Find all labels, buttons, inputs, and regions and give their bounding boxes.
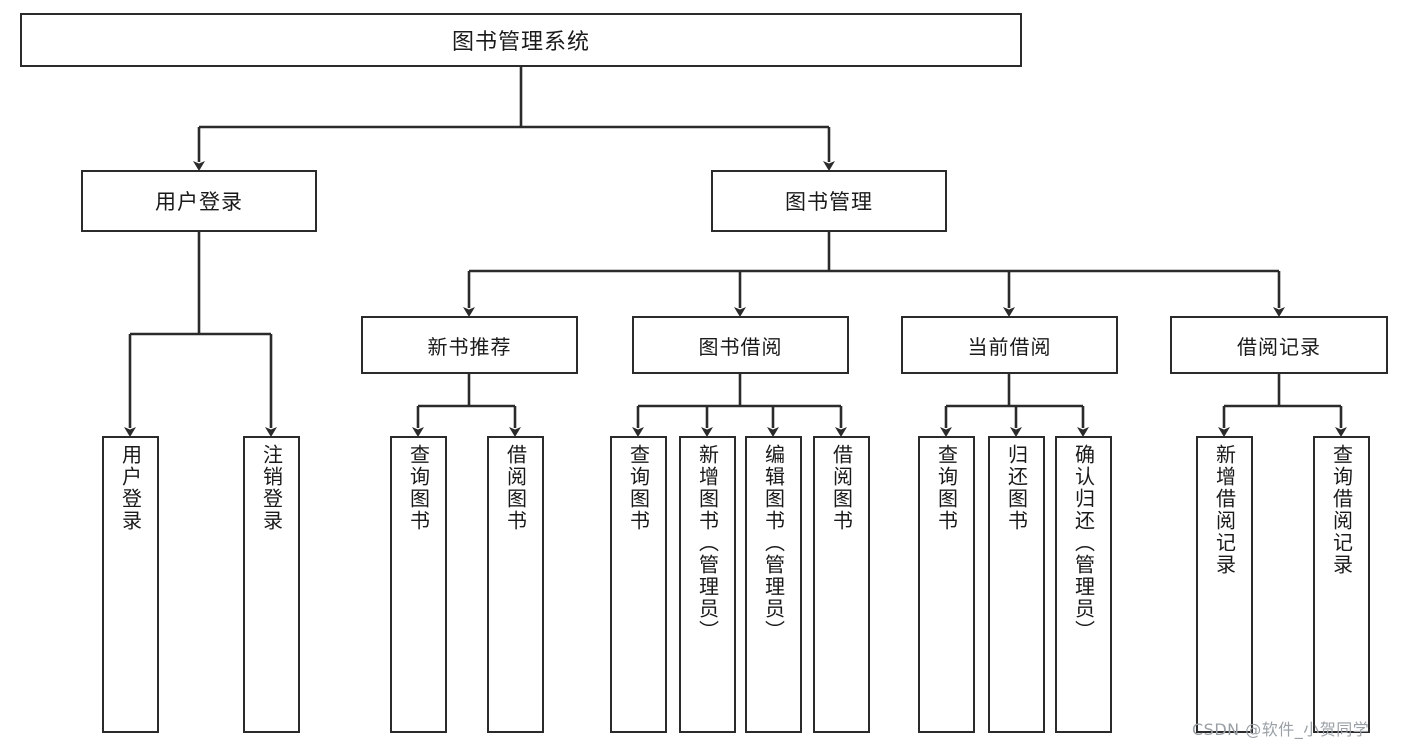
leaf-confirm-return-admin-label: 确认归还（管理员）: [1071, 444, 1096, 642]
node-book-borrow[interactable]: 图书借阅: [632, 316, 849, 374]
leaf-query-book-recommend[interactable]: 查询图书: [390, 436, 447, 733]
leaf-query-book-recommend-label: 查询图书: [406, 444, 431, 532]
node-root-label: 图书管理系统: [451, 30, 590, 55]
node-borrow-records[interactable]: 借阅记录: [1170, 316, 1388, 374]
node-user-login-label: 用户登录: [155, 190, 243, 214]
leaf-query-book-borrow-label: 查询图书: [626, 444, 651, 532]
leaf-edit-book-admin-label: 编辑图书（管理员）: [761, 444, 786, 642]
leaf-add-borrow-record-label: 新增借阅记录: [1212, 444, 1237, 576]
watermark: CSDN @软件_小贺同学: [1192, 720, 1370, 739]
leaf-user-logout-label: 注销登录: [259, 444, 284, 532]
node-borrow-records-label: 借阅记录: [1237, 334, 1321, 359]
node-user-login[interactable]: 用户登录: [81, 170, 317, 232]
leaf-confirm-return-admin[interactable]: 确认归还（管理员）: [1055, 436, 1112, 733]
leaf-borrow-book-label: 借阅图书: [829, 444, 854, 532]
leaf-return-book-label: 归还图书: [1004, 444, 1029, 532]
leaf-add-book-admin-label: 新增图书（管理员）: [695, 444, 720, 642]
node-current-borrow-label: 当前借阅: [967, 334, 1052, 359]
leaf-borrow-book-recommend[interactable]: 借阅图书: [487, 436, 544, 733]
leaf-user-logout[interactable]: 注销登录: [243, 436, 300, 733]
leaf-borrow-book-recommend-label: 借阅图书: [503, 444, 528, 532]
leaf-query-borrow-record-label: 查询借阅记录: [1329, 444, 1354, 576]
node-current-borrow[interactable]: 当前借阅: [901, 316, 1118, 374]
leaf-edit-book-admin[interactable]: 编辑图书（管理员）: [745, 436, 802, 733]
leaf-add-book-admin[interactable]: 新增图书（管理员）: [679, 436, 736, 733]
leaf-query-book-current[interactable]: 查询图书: [918, 436, 975, 733]
node-new-book-recommend-label: 新书推荐: [427, 334, 512, 359]
leaf-add-borrow-record[interactable]: 新增借阅记录: [1196, 436, 1253, 733]
leaf-user-login-label: 用户登录: [118, 444, 143, 532]
node-book-borrow-label: 图书借阅: [698, 334, 783, 359]
node-book-management-label: 图书管理: [785, 190, 873, 214]
leaf-borrow-book[interactable]: 借阅图书: [813, 436, 870, 733]
leaf-query-borrow-record[interactable]: 查询借阅记录: [1313, 436, 1370, 733]
node-root[interactable]: 图书管理系统: [20, 13, 1022, 67]
leaf-query-book-borrow[interactable]: 查询图书: [610, 436, 667, 733]
node-book-management[interactable]: 图书管理: [711, 170, 947, 232]
leaf-query-book-current-label: 查询图书: [934, 444, 959, 532]
leaf-return-book[interactable]: 归还图书: [988, 436, 1045, 733]
node-new-book-recommend[interactable]: 新书推荐: [361, 316, 578, 374]
leaf-user-login[interactable]: 用户登录: [102, 436, 159, 733]
